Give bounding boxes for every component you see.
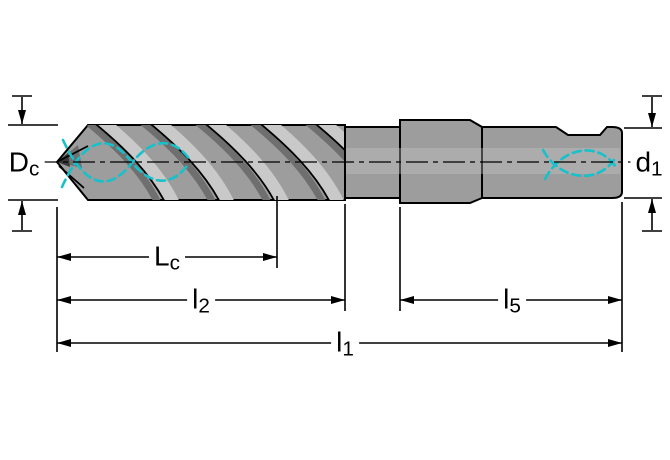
coolant-helix-flute-2 — [61, 138, 192, 183]
flute-shading — [57, 125, 345, 200]
flute-edge — [146, 125, 222, 200]
label-shank-diameter-d1: d1 — [630, 146, 668, 179]
point-facet-line-top — [56, 145, 89, 163]
flute-curve — [192, 125, 273, 200]
extension-lines — [56, 196, 623, 352]
point-facet-line-bottom — [58, 165, 85, 189]
flute-curve — [260, 125, 345, 200]
flute-edge — [311, 125, 345, 200]
flute-edge — [201, 125, 277, 200]
label-cut-length-lc: Lc — [149, 240, 185, 273]
flute-curve — [205, 125, 290, 200]
flute-curve — [247, 125, 328, 200]
coolant-helix-flute-1 — [60, 142, 191, 189]
flute-curve — [150, 125, 235, 200]
flute-curve — [82, 125, 163, 200]
flute-curve — [137, 125, 218, 200]
label-l5-sub: 5 — [509, 294, 521, 318]
label-l2-base: l — [192, 283, 199, 315]
label-d1-sub: 1 — [651, 157, 663, 181]
flute-curve — [95, 125, 180, 200]
label-lc-base: L — [154, 240, 170, 272]
flute-curve — [302, 125, 345, 200]
label-flute-length-l2: l2 — [187, 283, 215, 316]
label-dc-sub: c — [28, 157, 40, 181]
label-cutting-diameter-dc: Dc — [3, 146, 45, 179]
drill-bit — [55, 119, 623, 204]
flute-curve — [315, 125, 345, 200]
label-l1-base: l — [336, 326, 343, 358]
coolant-helix-shank-1 — [541, 148, 618, 178]
label-d1-base: d — [635, 146, 652, 178]
dimension-dc — [8, 95, 58, 232]
dimension-d1 — [624, 95, 662, 232]
label-dc-base: D — [8, 146, 29, 178]
label-overall-length-l1: l1 — [331, 326, 359, 359]
label-l1-sub: 1 — [342, 337, 354, 361]
coolant-helix-shank-2 — [543, 149, 619, 181]
label-lc-sub: c — [169, 251, 180, 275]
label-l5-base: l — [503, 283, 510, 315]
label-l2-sub: 2 — [198, 294, 210, 318]
flute-edge — [256, 125, 332, 200]
label-shank-length-l5: l5 — [498, 283, 526, 316]
